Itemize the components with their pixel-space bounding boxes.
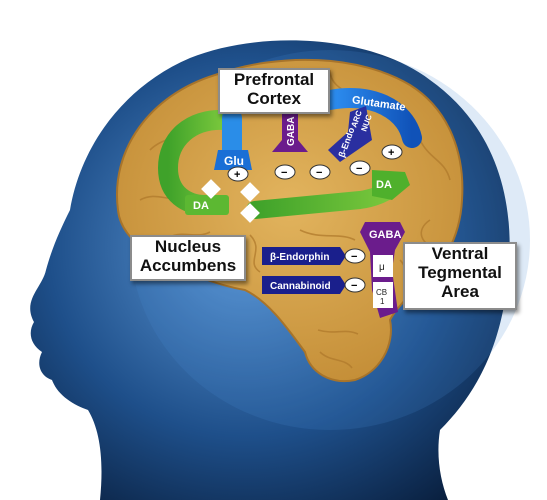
da-receptors-nac xyxy=(240,182,260,223)
nucleus-line2: Accumbens xyxy=(139,256,237,275)
ventral-tegmental-area-label: Ventral Tegmental Area xyxy=(403,242,517,310)
gaba-vta-label: GABA xyxy=(369,229,401,241)
cb-receptor-label: CB xyxy=(376,288,387,297)
minus-sign-bendorphin xyxy=(344,248,366,264)
gaba-pfc-label: GABA xyxy=(286,117,297,146)
mu-receptor-label: μ xyxy=(379,262,385,273)
da-terminal-left xyxy=(185,179,229,215)
minus-sign-da xyxy=(349,160,371,176)
minus-endo-text: − xyxy=(316,167,322,179)
vta-line3: Area xyxy=(441,282,479,301)
plus-pfc-text: + xyxy=(388,147,394,159)
minus-sign-endo xyxy=(309,164,331,180)
glu-label: Glu xyxy=(224,154,244,168)
prefrontal-line1: Prefrontal xyxy=(233,70,315,89)
minus-sign-cannabinoid xyxy=(344,277,366,293)
prefrontal-cortex-label: Prefrontal Cortex xyxy=(218,68,330,114)
nucleus-accumbens-label: Nucleus Accumbens xyxy=(130,235,246,281)
cannabinoid-label: Cannabinoid xyxy=(270,281,331,292)
minus-bendorphin-text: − xyxy=(351,251,357,263)
cannabinoid-pill xyxy=(262,276,346,294)
glutamate-pathway xyxy=(214,87,422,170)
minus-sign-gaba xyxy=(274,164,296,180)
vta-line1: Ventral xyxy=(431,244,489,263)
prefrontal-line2: Cortex xyxy=(247,89,301,108)
minus-da-text: − xyxy=(356,163,362,175)
plus-glu-text: + xyxy=(234,169,240,181)
gaba-vta-neuron xyxy=(360,222,405,318)
beta-endorphin-label: β-Endorphin xyxy=(270,252,329,263)
sign-group xyxy=(227,144,403,293)
da-right-label: DA xyxy=(376,179,392,191)
beta-endorphin-pfc-neuron xyxy=(328,106,372,162)
beta-endorphin-pill xyxy=(262,247,346,265)
plus-sign-glu xyxy=(227,166,249,182)
minus-cannabinoid-text: − xyxy=(351,280,357,292)
minus-gaba-text: − xyxy=(281,167,287,179)
plus-sign-pfc-da xyxy=(381,144,403,160)
cb1-receptor-label: 1 xyxy=(380,297,385,306)
gaba-pfc-neuron xyxy=(272,105,308,152)
vta-line2: Tegmental xyxy=(418,263,502,282)
nucleus-line1: Nucleus xyxy=(154,237,222,256)
da-left-label: DA xyxy=(193,200,209,212)
